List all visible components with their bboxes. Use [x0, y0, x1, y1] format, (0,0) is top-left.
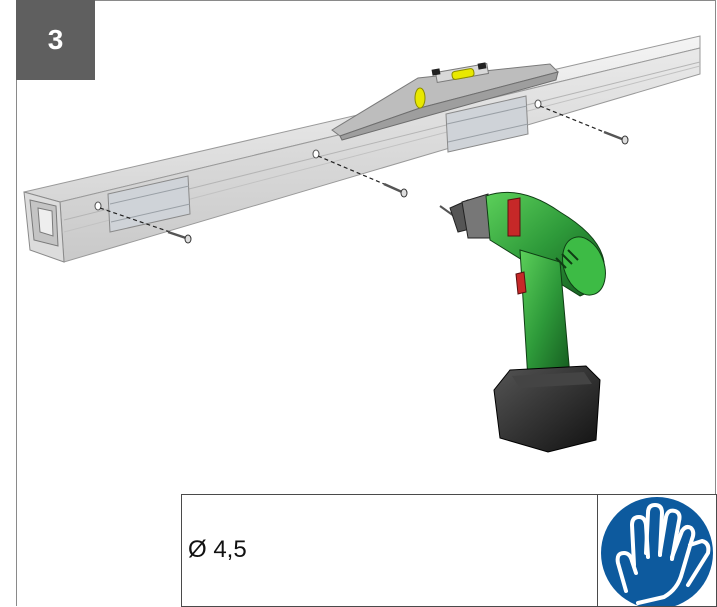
wear-gloves-icon: [601, 497, 713, 606]
mounting-bracket-right: [445, 95, 529, 153]
wall-screw-2: [383, 182, 408, 198]
screw-diameter-label: Ø 4,5: [188, 536, 247, 563]
cordless-drill-icon: [439, 191, 606, 453]
step-number-badge: 3: [16, 0, 95, 80]
spirit-level: [331, 62, 559, 141]
instruction-frame: [16, 0, 716, 606]
wall-screw-1: [167, 230, 192, 244]
spec-divider: [597, 494, 598, 607]
screw-guides: [94, 99, 605, 233]
wall-screw-3: [603, 130, 629, 145]
step-number: 3: [47, 24, 64, 55]
